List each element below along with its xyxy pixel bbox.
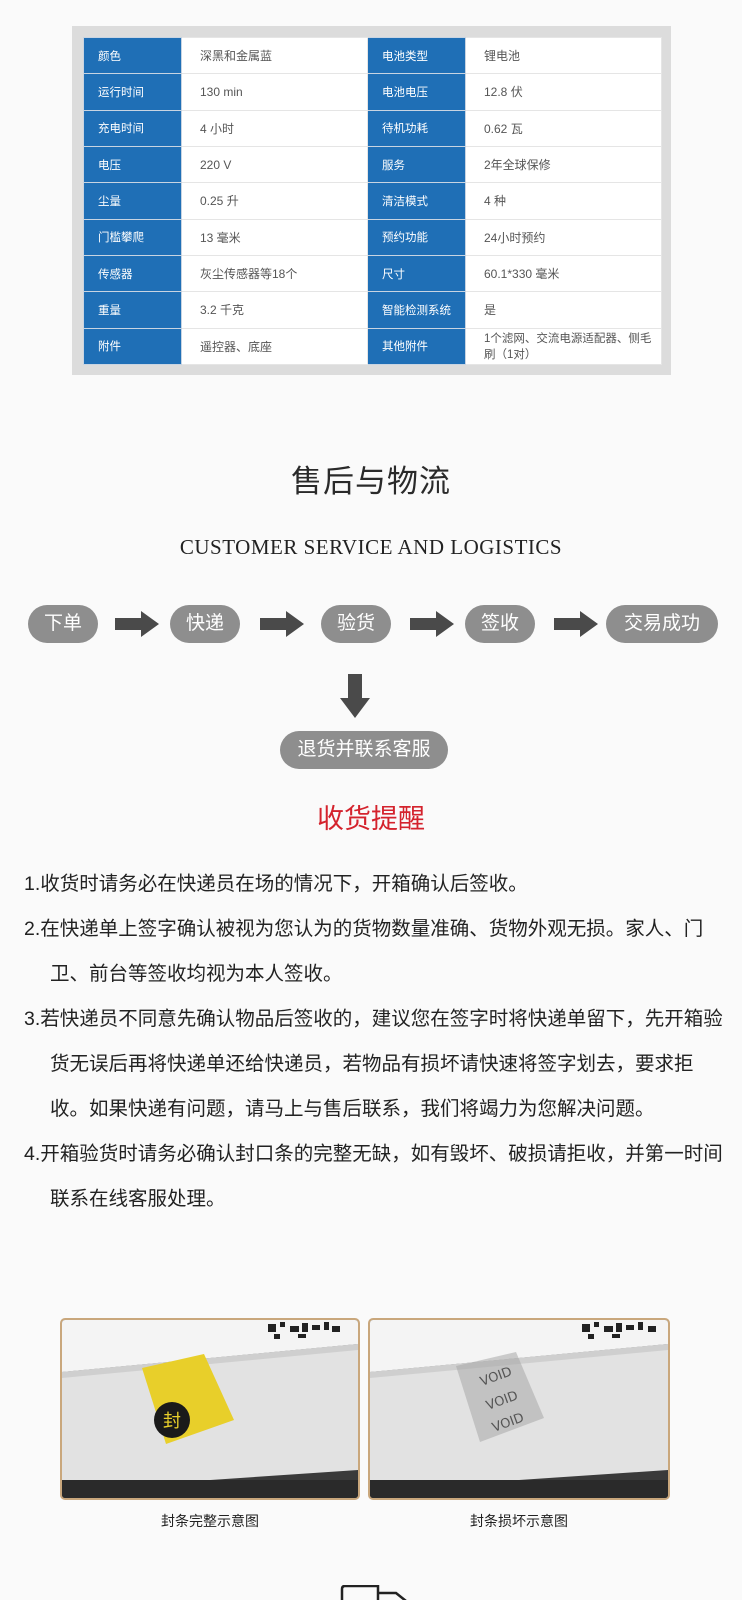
spec-key: 颜色 (83, 36, 182, 75)
spec-key: 传感器 (83, 254, 182, 293)
reminder-item: 3.若快递员不同意先确认物品后签收的，建议您在签字时将快递单留下，先开箱验货无误… (24, 1008, 723, 1120)
spec-key: 预约功能 (367, 218, 466, 256)
spec-value: 60.1*330 毫米 (465, 254, 662, 293)
spec-key: 电压 (83, 145, 182, 184)
step-order: 下单 (28, 605, 98, 643)
step-delivery: 快递 (170, 605, 240, 643)
spec-value: 130 min (181, 73, 368, 111)
seal-damaged-photo: VOID VOID VOID (368, 1318, 670, 1500)
spec-key: 电池类型 (367, 36, 466, 75)
spec-key: 其他附件 (367, 327, 466, 366)
spec-value: 是 (465, 291, 662, 329)
spec-key: 清洁模式 (367, 182, 466, 220)
reminder-item: 1.收货时请务必在快递员在场的情况下，开箱确认后签收。 (24, 873, 528, 895)
reminder-title: 收货提醒 (317, 804, 425, 834)
arrow-right-icon (260, 611, 304, 637)
reminder-list: 1.收货时请务必在快递员在场的情况下，开箱确认后签收。 2.在快递单上签字确认被… (24, 862, 724, 1222)
reminder-item: 4.开箱验货时请务必确认封口条的完整无缺，如有毁坏、破损请拒收，并第一时间联系在… (24, 1143, 723, 1210)
arrow-down-icon (340, 674, 370, 718)
spec-key: 门槛攀爬 (83, 218, 182, 256)
reminder-item: 2.在快递单上签字确认被视为您认为的货物数量准确、货物外观无损。家人、门卫、前台… (24, 918, 704, 985)
spec-key: 待机功耗 (367, 109, 466, 147)
truck-icon (336, 1584, 412, 1600)
spec-value: 1个滤网、交流电源适配器、侧毛刷（1对） (465, 327, 662, 366)
step-sign: 签收 (465, 605, 535, 643)
spec-value: 深黑和金属蓝 (181, 36, 368, 75)
spec-value: 0.62 瓦 (465, 109, 662, 147)
section-title-cn: 售后与物流 (291, 464, 451, 499)
spec-value: 3.2 千克 (181, 291, 368, 329)
seal-icon: 封 (163, 1411, 181, 1432)
spec-value: 4 小时 (181, 109, 368, 147)
spec-value: 4 种 (465, 182, 662, 220)
spec-value: 24小时预约 (465, 218, 662, 256)
arrow-right-icon (410, 611, 454, 637)
spec-value: 2年全球保修 (465, 145, 662, 184)
arrow-right-icon (115, 611, 159, 637)
section-title-en: CUSTOMER SERVICE AND LOGISTICS (179, 535, 563, 559)
spec-key: 服务 (367, 145, 466, 184)
return-contact-service: 退货并联系客服 (280, 731, 448, 769)
spec-key: 运行时间 (83, 73, 182, 111)
damaged-caption: 封条损坏示意图 (470, 1513, 568, 1529)
spec-key: 智能检测系统 (367, 291, 466, 329)
spec-value: 锂电池 (465, 36, 662, 75)
step-inspect: 验货 (321, 605, 391, 643)
spec-row: 颜色深黑和金属蓝电池类型锂电池 (83, 36, 662, 75)
spec-key: 尘量 (83, 182, 182, 220)
spec-key: 充电时间 (83, 109, 182, 147)
seal-intact-photo: 封 (60, 1318, 360, 1500)
spec-value: 遥控器、底座 (181, 327, 368, 366)
spec-value: 12.8 伏 (465, 73, 662, 111)
spec-key: 电池电压 (367, 73, 466, 111)
spec-key: 附件 (83, 327, 182, 366)
spec-value: 13 毫米 (181, 218, 368, 256)
spec-value: 灰尘传感器等18个 (181, 254, 368, 293)
spec-key: 尺寸 (367, 254, 466, 293)
spec-value: 0.25 升 (181, 182, 368, 220)
arrow-right-icon (554, 611, 598, 637)
spec-key: 重量 (83, 291, 182, 329)
step-complete: 交易成功 (606, 605, 718, 643)
intact-caption: 封条完整示意图 (161, 1513, 259, 1529)
spec-value: 220 V (181, 145, 368, 184)
